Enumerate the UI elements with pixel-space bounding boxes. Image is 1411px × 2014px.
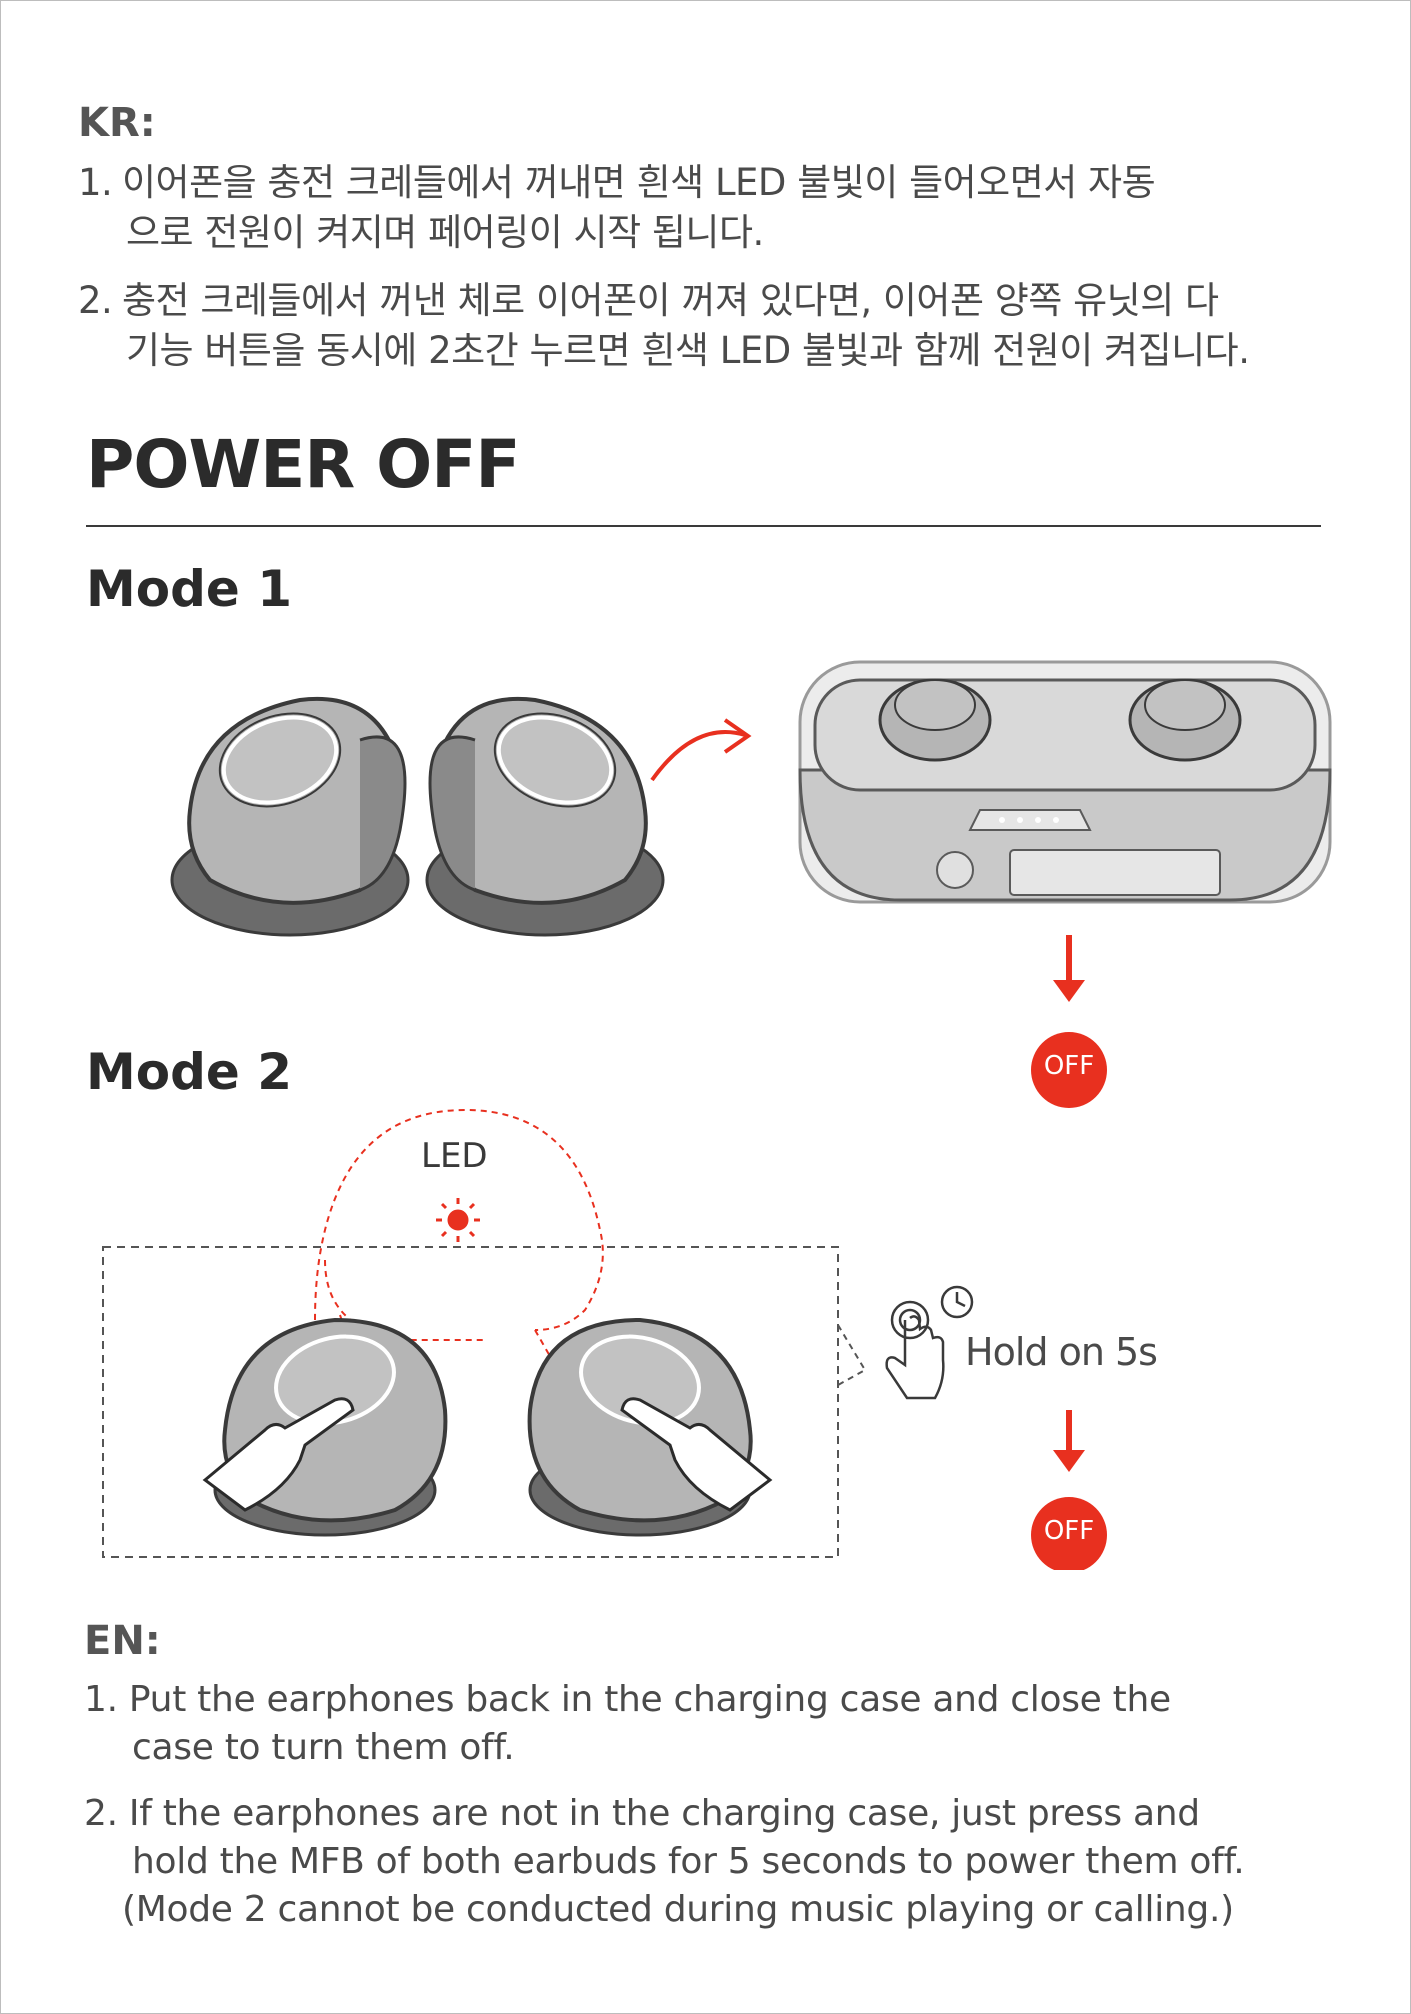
pressing-hand-right-icon <box>620 1397 773 1512</box>
curved-arrow-icon <box>650 718 752 782</box>
kr-item-2-line2: 기능 버튼을 동시에 2초간 누르면 흰색 LED 불빛과 함께 전원이 켜집니… <box>126 329 1250 372</box>
en-item-1-line2: case to turn them off. <box>132 1727 515 1768</box>
off-badge-1-circle <box>1031 1032 1107 1108</box>
kr-item-1-line2: 으로 전원이 켜지며 페어링이 시작 됩니다. <box>126 211 764 254</box>
right-earbud-pressed-icon <box>527 1317 773 1537</box>
kr-item-2: 2.충전 크레들에서 꺼낸 체로 이어폰이 꺼져 있다면, 이어폰 양쪽 유닛의… <box>78 276 1368 376</box>
left-earbud-pressed-icon <box>202 1317 448 1537</box>
kr-item-1-number: 1. <box>78 161 113 204</box>
led-callout-bubble <box>314 1108 604 1331</box>
pressing-hand-left-icon <box>202 1397 355 1512</box>
right-earbud-icon <box>425 696 665 937</box>
off-badge-2-circle <box>1031 1497 1107 1570</box>
kr-item-1-line1: 이어폰을 충전 크레들에서 꺼내면 흰색 LED 불빛이 들어오면서 자동 <box>122 161 1156 204</box>
charging-case-icon <box>798 660 1332 904</box>
title-divider <box>86 525 1321 527</box>
kr-item-2-line1: 충전 크레들에서 꺼낸 체로 이어폰이 꺼져 있다면, 이어폰 양쪽 유닛의 다 <box>122 279 1219 322</box>
mode-2-illustration <box>102 1108 1107 1570</box>
en-item-2-number: 2. <box>84 1793 118 1834</box>
mode-1-illustration <box>170 660 1332 1108</box>
en-item-1-line1: Put the earphones back in the charging c… <box>128 1679 1171 1720</box>
earbuds-dashed-frame <box>102 1246 839 1558</box>
down-arrow-icon-2 <box>1053 1410 1085 1472</box>
kr-item-2-number: 2. <box>78 279 113 322</box>
mode-2-label: Mode 2 <box>86 1043 293 1101</box>
kr-item-1: 1.이어폰을 충전 크레들에서 꺼내면 흰색 LED 불빛이 들어오면서 자동 … <box>78 158 1368 258</box>
clock-icon <box>940 1285 974 1319</box>
en-label: EN: <box>84 1618 161 1664</box>
off-badge-2: OFF <box>1043 1516 1095 1546</box>
left-earbud-icon <box>170 696 410 937</box>
en-item-2-line1: If the earphones are not in the charging… <box>128 1793 1200 1834</box>
en-item-1: 1. Put the earphones back in the chargin… <box>84 1676 1384 1772</box>
press-finger-icon <box>885 1300 945 1400</box>
led-label: LED <box>421 1136 488 1176</box>
page-title: POWER OFF <box>86 426 520 503</box>
off-badge-1: OFF <box>1043 1051 1095 1081</box>
mode-1-label: Mode 1 <box>86 560 293 618</box>
hold-label: Hold on 5s <box>965 1330 1158 1374</box>
en-item-2-line2: hold the MFB of both earbuds for 5 secon… <box>132 1841 1245 1882</box>
led-light-icon <box>436 1198 480 1242</box>
down-arrow-icon <box>1053 935 1085 1002</box>
kr-label: KR: <box>78 100 156 146</box>
en-item-2-line3: (Mode 2 cannot be conducted during music… <box>122 1889 1234 1930</box>
en-item-1-number: 1. <box>84 1679 118 1720</box>
en-item-2: 2. If the earphones are not in the charg… <box>84 1790 1394 1934</box>
